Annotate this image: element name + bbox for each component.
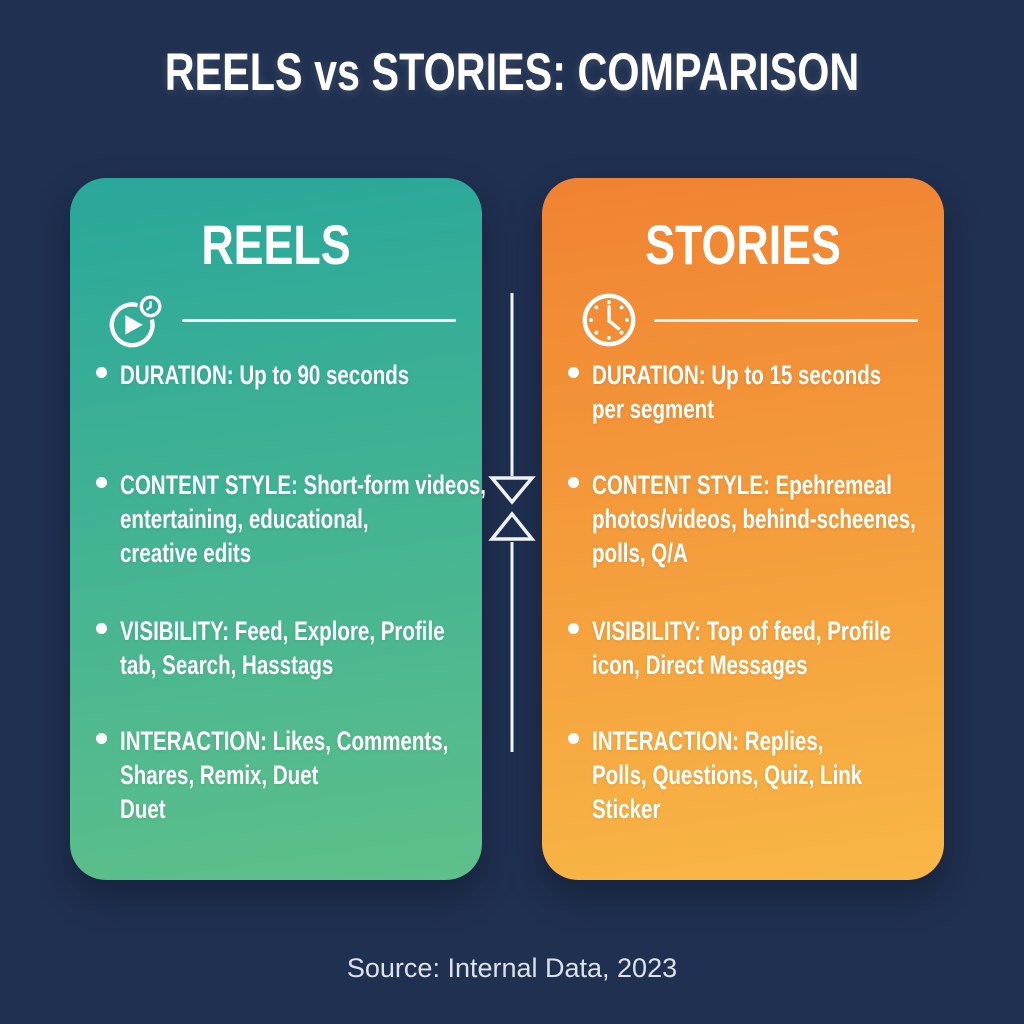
bullet-dot [568,733,579,744]
bullet-dot [96,623,107,634]
bullet-text: Likes, Comments, Shares, Remix, Duet Due… [120,726,449,824]
reels-interaction-bullet: INTERACTION: Likes, Comments, Shares, Re… [70,724,482,826]
bullet-label: DURATION: [592,360,706,390]
reels-card-title: REELS [201,213,351,276]
bullet-text: Up to 15 seconds per segment [592,360,882,424]
reels-visibility-bullet: VISIBILITY: Feed, Explore, Profile tab, … [70,614,482,682]
bullet-dot [568,623,579,634]
bullet-text: Short-form videos, entertaining, educati… [120,470,486,568]
bullet-label: CONTENT STYLE: [120,470,298,500]
bullet-text: Replies, Polls, Questions, Quiz, Link St… [592,726,863,824]
bullet-label: VISIBILITY: [120,616,230,646]
reels-duration-bullet: DURATION: Up to 90 seconds [70,358,482,392]
stories-icon-row [578,288,918,352]
bullet-dot [96,477,107,488]
bullet-label: CONTENT STYLE: [592,470,770,500]
bullet-label: DURATION: [120,360,234,390]
reels-content-style-bullet: CONTENT STYLE: Short-form videos, entert… [70,468,486,570]
stories-interaction-bullet: INTERACTION: Replies, Polls, Questions, … [542,724,944,826]
bullet-dot [96,733,107,744]
bullet-label: INTERACTION: [592,726,740,756]
reels-divider-rule [182,318,456,322]
bullet-text: Feed, Explore, Profile tab, Search, Hass… [120,616,445,680]
clock-icon [582,293,636,347]
bullet-dot [568,367,579,378]
stories-card-title: STORIES [645,213,841,276]
bullet-text: Top of feed, Profile icon, Direct Messag… [592,616,892,680]
bullet-text: Up to 90 seconds [239,360,410,390]
page-title: REELS vs STORIES: COMPARISON [164,43,860,102]
bullet-label: INTERACTION: [120,726,268,756]
stories-duration-bullet: DURATION: Up to 15 seconds per segment [542,358,944,426]
bullet-label: VISIBILITY: [592,616,702,646]
bullet-text: Epehremeal photos/videos, behind-scheene… [592,470,916,568]
reels-icon-row [106,288,456,352]
converging-arrows-icon [488,293,536,752]
bullet-dot [568,477,579,488]
reels-card: REELS DURATION: Up to 90 seconds CONTENT… [70,178,486,880]
source-caption: Source: Internal Data, 2023 [346,953,678,983]
stories-divider-rule [654,318,918,322]
stories-card: STORIES DURATION: Up to 15 seconds per s… [542,178,944,880]
stories-content-style-bullet: CONTENT STYLE: Epehremeal photos/videos,… [542,468,944,570]
bullet-dot [96,367,107,378]
play-timer-icon [109,295,162,348]
stories-visibility-bullet: VISIBILITY: Top of feed, Profile icon, D… [542,614,944,682]
